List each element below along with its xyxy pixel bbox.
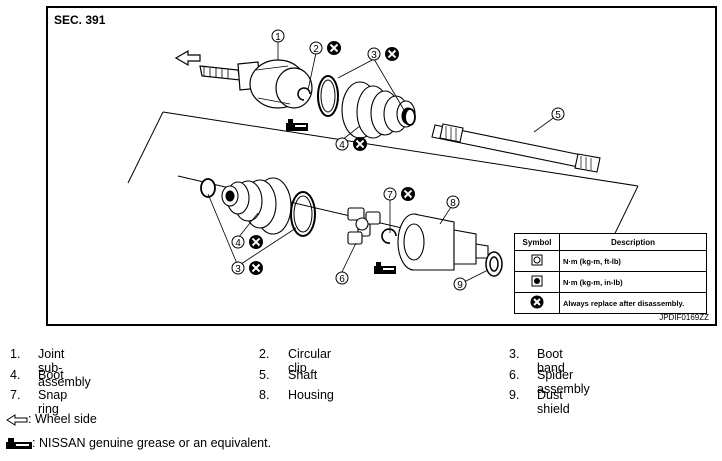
figure-id: JPDIF0169ZZ: [659, 313, 709, 322]
drive-shaft-diagram: 1 2 3 4 5 4 3 6 7 8 9: [127, 29, 639, 291]
legend-label: Dust shield: [537, 388, 570, 416]
dust-shield-part: [485, 251, 503, 277]
legend-label: Boot band: [537, 347, 565, 375]
boot-band-part-lower: [290, 191, 316, 237]
legend-num: 8.: [259, 388, 270, 402]
wheel-side-text: : Wheel side: [28, 412, 97, 426]
exploded-diagram-figure: 1 2 3 4 5 4 3 6 7 8 9 SEC. 391 Symbol De…: [46, 6, 717, 326]
circular-clip-part: [297, 87, 311, 101]
legend-label: Shaft: [288, 368, 318, 382]
legend-label: Snap ring: [38, 388, 68, 416]
boot-band-part-left: [200, 178, 216, 198]
legend-label: Circular clip: [288, 347, 332, 375]
callout-9: 9: [457, 280, 463, 291]
do-not-reuse-icon: [248, 234, 264, 250]
do-not-reuse-icon: [400, 186, 416, 202]
wheel-side-note: : Wheel side: [6, 412, 97, 426]
callout-5: 5: [555, 110, 561, 121]
legend-label: Joint sub-assembly: [38, 347, 91, 389]
callout-3-top: 3: [371, 50, 377, 61]
torque-small-icon: [514, 271, 560, 293]
wheel-side-arrow-icon: [174, 49, 201, 67]
legend-num: 7.: [10, 388, 21, 402]
legend-label: Housing: [288, 388, 334, 402]
joint-sub-assembly-part: [199, 59, 313, 109]
do-not-reuse-icon: [384, 46, 400, 62]
spider-assembly-part: [347, 207, 381, 245]
do-not-reuse-icon: [326, 40, 342, 56]
callout-8: 8: [450, 198, 456, 209]
symbol-header: Symbol: [514, 233, 560, 251]
boot-band-part-top: [317, 75, 339, 117]
do-not-reuse-icon: [248, 260, 264, 276]
legend-num: 2.: [259, 347, 270, 361]
legend-num: 9.: [509, 388, 520, 402]
boot-part-top: [341, 81, 416, 139]
symbol-table: Symbol Description N·m (kg-m, ft-lb) N·m…: [514, 233, 707, 314]
callout-4-lower: 4: [235, 238, 241, 249]
housing-part: [397, 213, 489, 271]
torque-description: N·m (kg-m, ft-lb): [559, 250, 707, 272]
callout-3-lower: 3: [235, 264, 241, 275]
legend-num: 6.: [509, 368, 520, 382]
boot-part-lower: [221, 177, 292, 235]
legend-label: Boot: [38, 368, 64, 382]
grease-icon: [374, 262, 396, 274]
arrow-left-icon: [6, 413, 28, 426]
legend-num: 4.: [10, 368, 21, 382]
callout-4-top: 4: [339, 140, 345, 151]
torque-icon: [514, 250, 560, 272]
grease-icon: [286, 119, 308, 131]
grease-text: : NISSAN genuine grease or an equivalent…: [32, 436, 272, 450]
shaft-part: [431, 123, 601, 173]
grease-note: : NISSAN genuine grease or an equivalent…: [6, 436, 271, 450]
section-label: SEC. 391: [54, 13, 106, 27]
do-not-reuse-description: Always replace after disassembly.: [559, 292, 707, 314]
legend-num: 1.: [10, 347, 21, 361]
do-not-reuse-icon: [352, 136, 368, 152]
legend-num: 3.: [509, 347, 520, 361]
callout-7: 7: [387, 190, 393, 201]
snap-ring-part: [381, 228, 397, 244]
callout-6: 6: [339, 274, 345, 285]
legend-num: 5.: [259, 368, 270, 382]
do-not-reuse-icon: [514, 292, 560, 314]
description-header: Description: [559, 233, 707, 251]
callout-2: 2: [313, 44, 319, 55]
legend-label: Spider assembly: [537, 368, 590, 396]
callout-1: 1: [275, 32, 281, 43]
grease-icon: [6, 437, 32, 449]
torque-small-description: N·m (kg-m, in-lb): [559, 271, 707, 293]
